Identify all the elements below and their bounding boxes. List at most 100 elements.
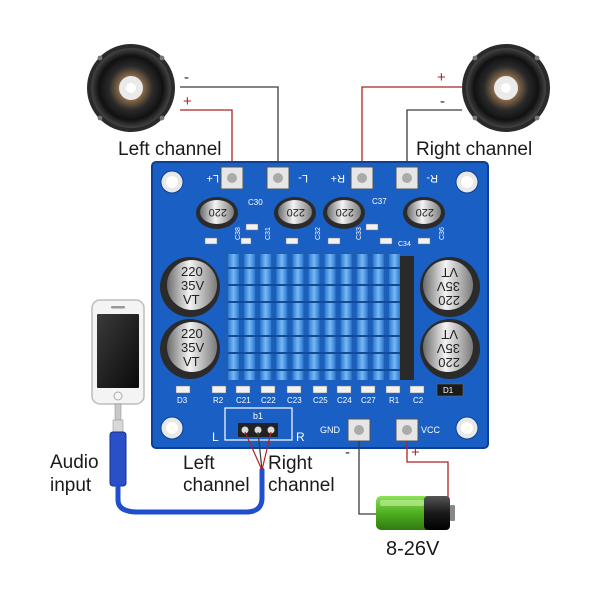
audio-input-label-line2: input <box>50 475 92 496</box>
top-cap-2: 220 <box>274 197 316 229</box>
big-cap-bl-line2: 35V <box>181 340 204 355</box>
top-cap-4-value: 220 <box>416 206 434 218</box>
heatsink-fin <box>389 254 400 380</box>
input-header <box>224 407 293 441</box>
audio-cable <box>109 403 272 515</box>
heatsink-fin <box>260 254 272 380</box>
right-channel-speaker-label: Right channel <box>416 139 533 160</box>
right-speaker-minus-wire <box>406 109 462 176</box>
heatsink-fin <box>340 254 352 380</box>
big-cap-tr-line1: 220 <box>438 293 460 308</box>
vcc-wire <box>406 441 449 500</box>
terminal-l-plus-label: L+ <box>206 172 219 184</box>
silk-c23: C23 <box>287 396 302 405</box>
top-cap-1-value: 220 <box>209 206 227 218</box>
heatsink-fin <box>324 254 336 380</box>
speaker-wires <box>180 86 462 176</box>
right-speaker-plus-mark: + <box>437 69 446 86</box>
terminal-r-minus-label: R- <box>426 172 438 184</box>
top-cap-2-value: 220 <box>287 206 305 218</box>
silk-c22: C22 <box>261 396 276 405</box>
big-cap-tl-line2: 35V <box>181 278 204 293</box>
big-cap-top-right: 220 35V VT <box>420 257 480 317</box>
gnd-label: GND <box>320 425 341 435</box>
top-cap-3-value: 220 <box>336 206 354 218</box>
heatsink-fin <box>308 254 320 380</box>
top-capacitors: 220 220 220 220 <box>196 197 445 229</box>
input-l-label: L <box>212 430 219 444</box>
gnd-minus-mark: - <box>345 444 350 461</box>
power-wires <box>358 441 449 515</box>
left-speaker-minus-wire <box>180 86 279 176</box>
vcc-label: VCC <box>421 425 441 435</box>
voltage-label: 8-26V <box>386 538 440 560</box>
right-speaker-plus-wire <box>361 86 462 176</box>
smd-components-top <box>204 223 431 245</box>
heatsink-fin <box>292 254 304 380</box>
top-cap-4: 220 <box>403 197 445 229</box>
big-cap-br-line1: 220 <box>438 355 460 370</box>
big-cap-bottom-right: 220 35V VT <box>420 319 480 379</box>
terminal-l-minus-label: L- <box>298 172 308 184</box>
silk-c2: C2 <box>413 396 424 405</box>
silk-c33: C33 <box>356 227 363 240</box>
heatsink-fin <box>356 254 368 380</box>
silk-c27: C27 <box>361 396 376 405</box>
terminal-r-plus-label: R+ <box>331 172 345 184</box>
right-speaker <box>462 44 550 132</box>
left-speaker-minus-mark: - <box>184 69 189 86</box>
gnd-wire <box>358 441 376 515</box>
top-cap-1: 220 <box>196 197 238 229</box>
silk-r2: R2 <box>213 396 224 405</box>
big-cap-bottom-left: 220 35V VT <box>160 319 220 379</box>
left-speaker-plus-mark: + <box>183 93 192 110</box>
power-terminals <box>347 418 419 442</box>
silk-c37: C37 <box>372 197 387 206</box>
silk-c25: C25 <box>313 396 328 405</box>
silk-c38: C38 <box>235 227 242 240</box>
big-cap-tr-line3: VT <box>441 265 458 280</box>
left-channel-speaker-label: Left channel <box>118 139 222 160</box>
heatsink <box>224 252 414 382</box>
left-channel-input-label-line1: Left <box>183 453 215 474</box>
output-terminals <box>220 166 419 190</box>
silk-d1: D1 <box>443 386 454 395</box>
right-channel-input-label-line1: Right <box>268 453 313 474</box>
silk-c36: C36 <box>439 227 446 240</box>
big-cap-bl-line3: VT <box>183 354 200 369</box>
silk-c21: C21 <box>236 396 251 405</box>
smartphone <box>91 299 145 405</box>
silk-c32: C32 <box>315 227 322 240</box>
big-cap-br-line2: 35V <box>437 341 460 356</box>
big-cap-tr-line2: 35V <box>437 279 460 294</box>
top-cap-3: 220 <box>323 197 365 229</box>
right-speaker-minus-mark: - <box>440 93 445 110</box>
audio-input-label-line1: Audio <box>50 452 99 473</box>
silk-c30: C30 <box>248 198 263 207</box>
input-r-label: R <box>296 430 305 444</box>
big-cap-tl-line3: VT <box>183 292 200 307</box>
left-speaker <box>87 44 175 132</box>
heatsink-fin <box>276 254 288 380</box>
big-cap-tl-line1: 220 <box>181 264 203 279</box>
battery <box>376 496 455 530</box>
big-cap-top-left: 220 35V VT <box>160 257 220 317</box>
heatsink-fin <box>372 254 384 380</box>
heatsink-fins <box>228 254 400 380</box>
amplifier-board: L+ L- R+ R- 220 220 220 <box>151 161 489 449</box>
left-channel-input-label-line2: channel <box>183 475 250 496</box>
right-channel-input-label-line2: channel <box>268 475 335 496</box>
mounting-holes <box>160 170 479 440</box>
left-speaker-plus-wire <box>180 109 233 176</box>
silk-r1: R1 <box>389 396 400 405</box>
heatsink-fin <box>244 254 256 380</box>
big-cap-bl-line1: 220 <box>181 326 203 341</box>
silk-d3: D3 <box>177 396 188 405</box>
vcc-plus-mark: + <box>411 444 420 461</box>
silk-c34: C34 <box>398 241 411 248</box>
heatsink-fin <box>228 254 239 380</box>
big-cap-br-line3: VT <box>441 327 458 342</box>
smd-components-bottom <box>175 383 464 397</box>
silk-c24: C24 <box>337 396 352 405</box>
